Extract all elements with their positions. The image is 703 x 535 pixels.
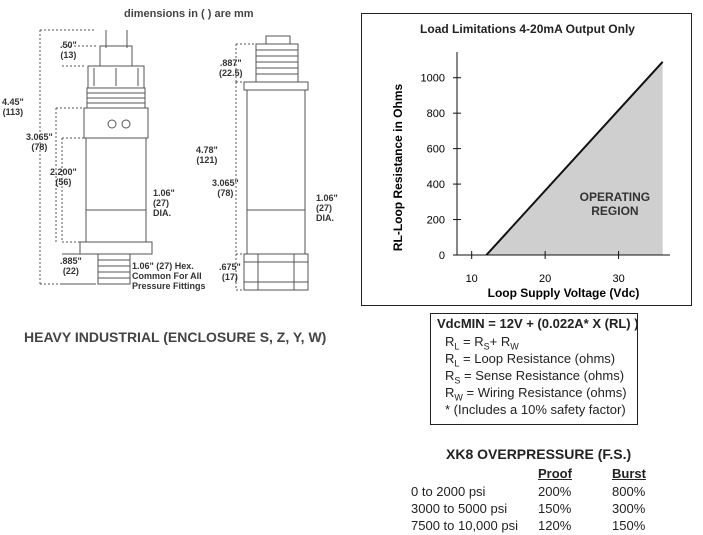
hex-note-line-2: Common For All [132,271,202,281]
subscript: L [454,358,460,369]
y-tick-label: 800 [427,108,445,120]
right-dim-dia-label: DIA. [316,213,334,223]
formula-text: + R [489,334,511,349]
left-dim-body: 3.065" [26,132,53,142]
formula-text: = Loop Resistance (ohms) [459,351,616,366]
left-dim-lower: 2.200" [50,167,77,177]
formula-note: * (Includes a 10% safety factor) [445,402,626,417]
pressure-range-cell: 3000 to 5000 psi [411,501,508,516]
y-tick-label: 400 [427,179,445,191]
subscript: S [483,341,490,352]
right-dim-overall: 4.78" [196,145,218,155]
right-dim-body-mm: (78) [217,188,234,198]
left-dim-top-mm: (13) [60,50,77,60]
hex-note-line-3: Pressure Fittings [132,281,206,291]
right-collar [243,81,309,91]
left-dim-overall: 4.45" [2,97,24,107]
right-hex [243,253,309,291]
right-dim-dia: 1.06" [316,193,338,203]
left-screw-1 [107,119,117,129]
right-dim-hex: .675" [219,262,241,272]
left-dim-fitting: .885" [60,256,82,266]
proof-cell: 200% [538,484,572,499]
formula-definition: RS = Sense Resistance (ohms) [445,368,624,386]
left-hex-bottom [79,241,153,255]
left-cable [105,30,128,48]
burst-cell: 800% [612,484,646,499]
formula-text: R [445,334,455,349]
x-tick-label: 30 [612,273,624,285]
right-dim-hex-mm: (17) [221,272,238,282]
subscript: W [454,392,463,403]
right-cap [265,35,291,45]
header-burst: Burst [612,466,646,481]
right-dim-overall-mm: (121) [196,155,218,165]
subscript: S [454,375,461,386]
sensor-drawings [39,29,309,291]
left-screw-2 [121,119,131,129]
formula-definition: RL = RS+ RW [445,334,519,352]
right-dim-dia-mm: (27) [316,203,333,213]
formula-definition: RW = Wiring Resistance (ohms) [445,385,627,403]
y-tick-label: 0 [439,250,445,262]
y-axis-label: RL-Loop Resistance in Ohms [391,83,405,251]
operating-region-fill [486,61,663,255]
subscript: W [510,341,519,352]
right-dim-body: 3.065" [212,178,239,188]
chart-title: Load Limitations 4-20mA Output Only [420,22,635,36]
burst-cell: 300% [612,501,646,516]
pressure-range-cell: 7500 to 10,000 psi [411,518,518,533]
formula-text: = Sense Resistance (ohms) [460,368,625,383]
enclosure-caption: HEAVY INDUSTRIAL (ENCLOSURE S, Z, Y, W) [24,329,327,345]
hex-note-line-1: 1.06" (27) Hex. [132,261,194,271]
left-body [85,137,147,243]
left-dim-fitting-mm: (22) [62,266,79,276]
y-tick-label: 1000 [421,73,445,85]
formula-text: = R [459,334,484,349]
pressure-range-cell: 0 to 2000 psi [411,484,486,499]
proof-cell: 120% [538,518,572,533]
left-dim-dia: 1.06" [153,188,175,198]
load-limitation-chart: Load Limitations 4-20mA Output Only 0 200… [361,13,692,306]
dimensions-note: dimensions in ( ) are mm [124,8,254,20]
left-dim-dia-mm: (27) [153,198,170,208]
left-dim-top: .50" [60,40,77,50]
formula-box: VdcMIN = 12V + (0.022A* X (RL) ) * (Incl… [430,313,639,425]
right-dim-top: .887" [219,58,242,68]
left-dim-lower-mm: (56) [55,177,72,187]
left-fitting [97,253,131,285]
formula-text: R [445,368,455,383]
y-tick-label: 600 [427,144,445,156]
region-label-line-1: OPERATING [580,190,650,204]
right-dim-top-mm: (22.5) [219,68,243,78]
left-dim-body-mm: (78) [31,142,48,152]
formula-title: VdcMIN = 12V + (0.022A* X (RL) ) [437,316,639,331]
x-axis-label: Loop Supply Voltage (Vdc) [488,286,640,300]
left-dim-overall-mm: (113) [2,107,24,117]
formula-text: R [445,351,455,366]
formula-text: R [445,385,455,400]
region-label-line-2: REGION [591,204,638,218]
x-tick-label: 10 [466,273,478,285]
formula-definition: RL = Loop Resistance (ohms) [445,351,615,369]
overpressure-title: XK8 OVERPRESSURE (F.S.) [446,446,632,462]
subscript: L [454,341,460,352]
left-top-nut [99,45,133,67]
x-tick-label: 20 [539,273,551,285]
header-proof: Proof [538,466,572,481]
formula-text: = Wiring Resistance (ohms) [462,385,627,400]
y-tick-label: 200 [427,215,445,227]
proof-cell: 150% [538,501,572,516]
left-dim-dia-label: DIA. [153,208,171,218]
right-body [246,89,306,255]
burst-cell: 150% [612,518,646,533]
load-line [485,61,664,256]
